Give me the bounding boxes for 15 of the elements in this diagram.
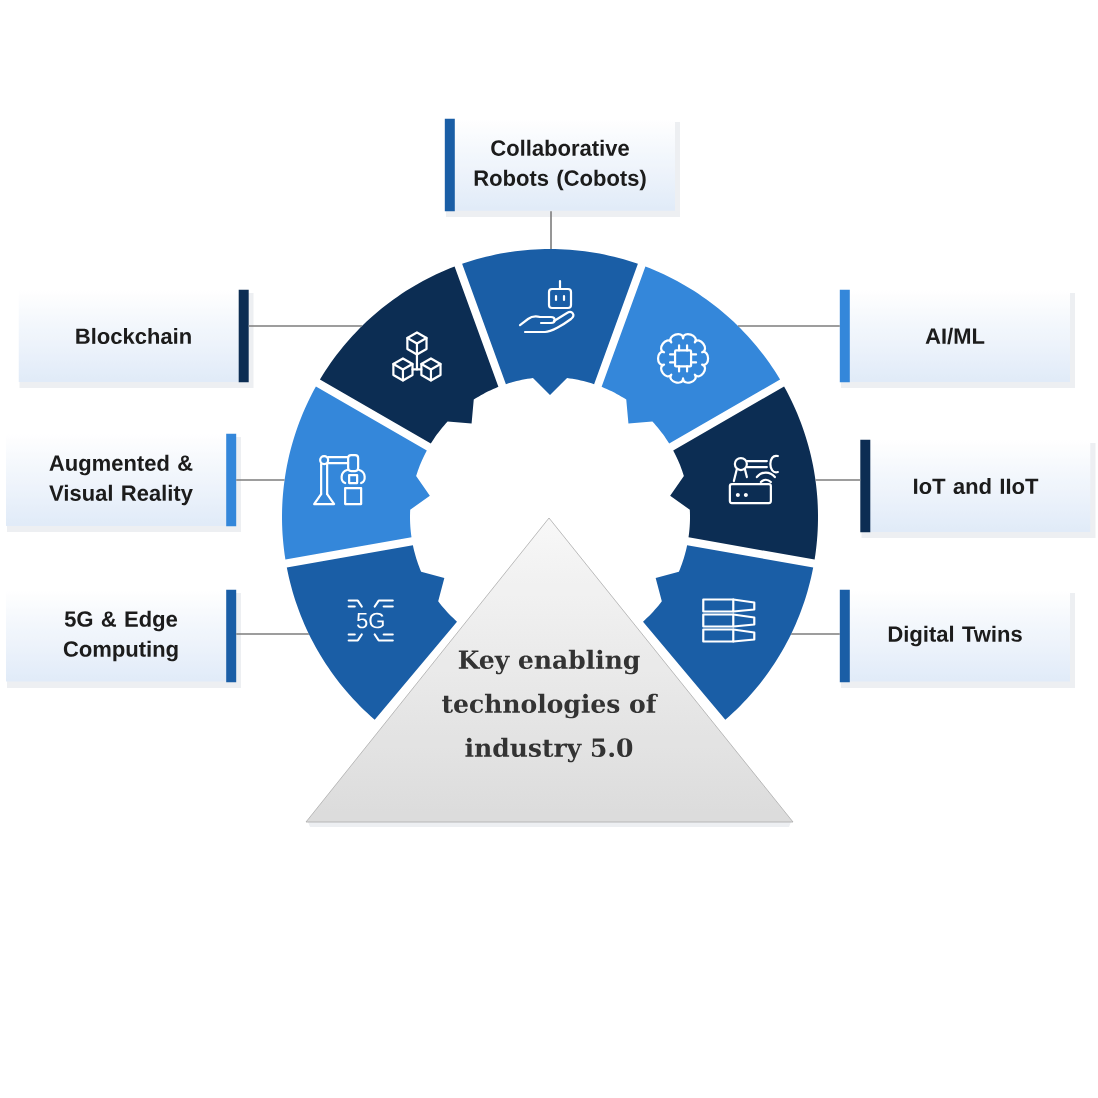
label-box: 5G & Edge Computing: [6, 589, 241, 688]
label-box: Blockchain: [18, 289, 254, 388]
icon-label: 5G: [356, 612, 384, 629]
label-box: AI/ML: [839, 289, 1075, 388]
leader-line: [235, 633, 310, 635]
leader-line: [235, 479, 286, 481]
leader-line: [814, 479, 862, 481]
leader-line: [790, 633, 841, 635]
leader-line: [247, 325, 363, 327]
leader-line: [737, 325, 841, 327]
label-box: Collaborative Robots (Cobots): [444, 118, 680, 217]
label-box: IoT and IIoT: [860, 439, 1096, 538]
leader-line: [550, 210, 552, 250]
label-box: Augmented & Visual Reality: [6, 433, 241, 532]
label-box: Digital Twins: [839, 589, 1075, 688]
